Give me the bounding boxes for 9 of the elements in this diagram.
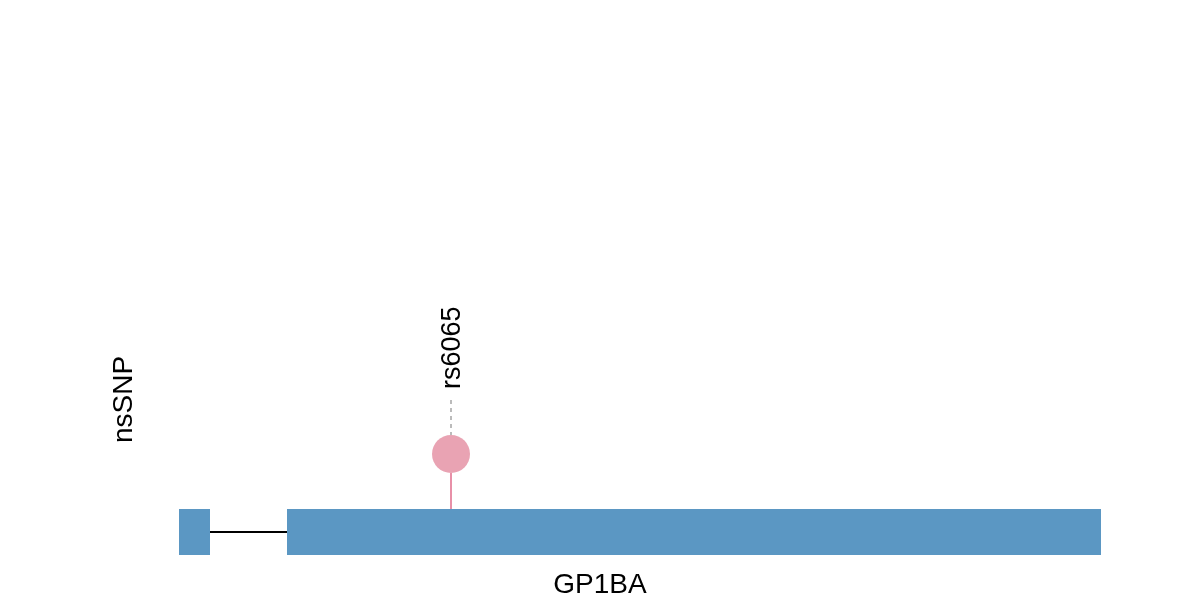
intron-line bbox=[209, 531, 288, 533]
exon-bar bbox=[179, 509, 210, 555]
gene-label: GP1BA bbox=[552, 567, 648, 600]
variant-label: rs6065 bbox=[436, 296, 466, 400]
exon-bar bbox=[287, 509, 1101, 555]
variant-circle bbox=[432, 435, 470, 473]
lollipop-stick bbox=[450, 472, 452, 510]
leader-line bbox=[450, 399, 452, 436]
track-label: nsSNP bbox=[108, 354, 138, 445]
